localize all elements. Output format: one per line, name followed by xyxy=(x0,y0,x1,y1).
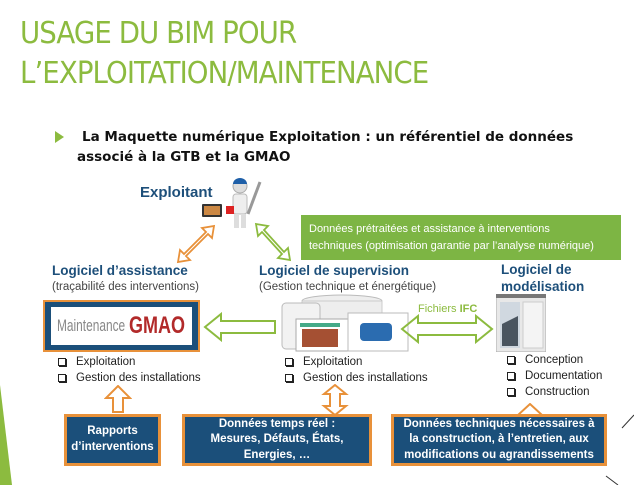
modelisation-title-line1: Logiciel de xyxy=(501,262,572,277)
list-item: Construction xyxy=(507,384,602,400)
list-item-label: Exploitation xyxy=(303,356,363,368)
ifc-double-arrow-icon xyxy=(400,314,494,344)
tech-line1: Données techniques nécessaires à xyxy=(403,417,595,430)
rapports-box: Rapports d’interventions xyxy=(64,414,161,466)
supervision-software-image xyxy=(281,294,409,352)
checkbox-icon xyxy=(507,388,515,396)
list-item: Exploitation xyxy=(285,354,428,370)
list-item: Gestion des installations xyxy=(58,370,201,386)
checkbox-icon xyxy=(507,372,515,380)
bullet-triangle-icon xyxy=(55,131,64,143)
supervision-list: Exploitation Gestion des installations xyxy=(285,354,428,386)
supervision-subtitle: (Gestion technique et énergétique) xyxy=(259,281,437,293)
list-item-label: Construction xyxy=(525,386,590,398)
modelisation-list: Conception Documentation Construction xyxy=(507,352,602,400)
ifc-label-prefix: Fichiers xyxy=(418,303,460,315)
technician-icon xyxy=(202,178,262,228)
orange-double-arrow-icon xyxy=(176,224,216,264)
left-arrow-icon xyxy=(203,312,276,342)
checkbox-icon xyxy=(285,374,293,382)
list-item: Documentation xyxy=(507,368,602,384)
up-arrow-icon xyxy=(104,385,132,413)
slide-title-line1: USAGE DU BIM POUR xyxy=(20,16,297,51)
list-item-label: Gestion des installations xyxy=(76,372,201,384)
list-item-label: Exploitation xyxy=(76,356,136,368)
assistance-subtitle: (traçabilité des interventions) xyxy=(52,281,200,293)
ifc-label-bold: IFC xyxy=(459,303,478,315)
temps-line1: Données temps réel : xyxy=(218,417,336,430)
green-note-line2: techniques (optimisation garantie par l’… xyxy=(309,239,594,252)
gmao-logo-box: Maintenance GMAO xyxy=(43,300,200,352)
green-note-line1: Données prétraitées et assistance à inte… xyxy=(309,223,550,235)
list-item: Gestion des installations xyxy=(285,370,428,386)
corner-line-decoration xyxy=(605,414,634,485)
list-item: Conception xyxy=(507,352,602,368)
donnees-techniques-box: Données techniques nécessaires à la const… xyxy=(391,414,607,466)
green-double-arrow-icon xyxy=(254,222,292,262)
checkbox-icon xyxy=(507,356,515,364)
assistance-title: Logiciel d’assistance xyxy=(52,263,188,278)
bullet-line1: La Maquette numérique Exploitation : un … xyxy=(82,129,574,145)
rapports-line2: d’interventions xyxy=(71,441,154,453)
rapports-line1: Rapports xyxy=(87,425,138,438)
ifc-label: Fichiers IFC xyxy=(418,303,477,315)
list-item: Exploitation xyxy=(58,354,201,370)
list-item-label: Conception xyxy=(525,354,584,366)
list-item-label: Documentation xyxy=(525,370,603,382)
checkbox-icon xyxy=(58,358,66,366)
modeling-software-image xyxy=(496,294,546,352)
list-item-label: Gestion des installations xyxy=(303,372,428,384)
assistance-list: Exploitation Gestion des installations xyxy=(58,354,201,386)
tech-line2: la construction, à l’entretien, aux xyxy=(409,433,589,446)
slide-title-line2: L’EXPLOITATION/MAINTENANCE xyxy=(20,56,429,91)
temps-line3: Energies, … xyxy=(243,448,311,461)
vertical-double-arrow-icon xyxy=(321,384,349,416)
modelisation-title-line2: modélisation xyxy=(501,279,585,294)
supervision-title: Logiciel de supervision xyxy=(259,263,410,278)
tech-line3: modifications ou agrandissements xyxy=(404,448,594,461)
checkbox-icon xyxy=(58,374,66,382)
checkbox-icon xyxy=(285,358,293,366)
gmao-logo-text: GMAO xyxy=(129,312,186,339)
exploitant-label: Exploitant xyxy=(140,184,213,201)
green-note-box: Données prétraitées et assistance à inte… xyxy=(301,215,621,260)
gmao-logo-maintenance: Maintenance xyxy=(57,316,126,335)
top-arrows xyxy=(176,222,292,264)
temps-reel-box: Données temps réel : Mesures, Défauts, Ét… xyxy=(182,414,372,466)
temps-line2: Mesures, Défauts, États, xyxy=(210,433,344,446)
green-triangle-decoration xyxy=(0,385,12,485)
bullet-line2: associé à la GTB et la GMAO xyxy=(77,149,291,165)
